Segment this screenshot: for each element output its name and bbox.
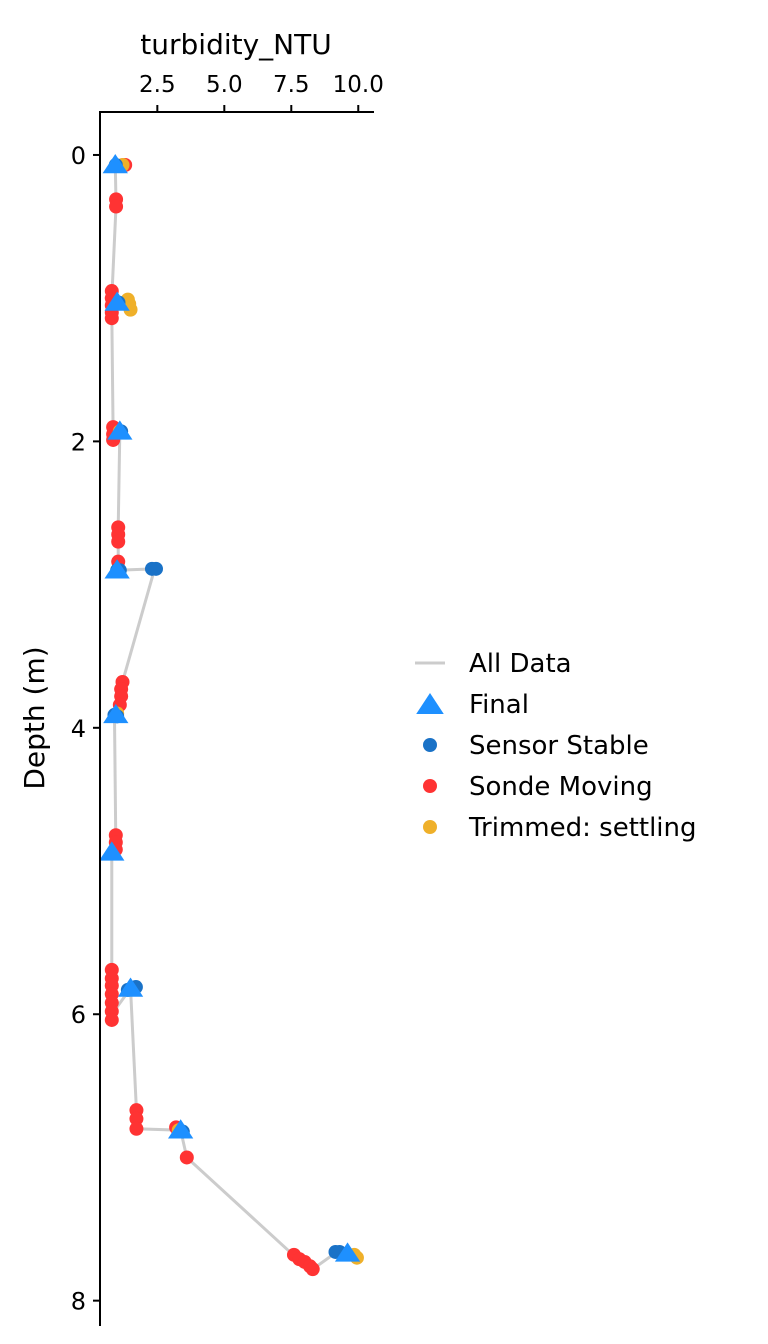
point-sonde-moving: [109, 199, 124, 214]
point-final: [117, 977, 144, 997]
x-tick-label: 5.0: [206, 72, 243, 98]
x-tick-label: 2.5: [139, 72, 176, 98]
x-tick-label: 7.5: [273, 72, 310, 98]
legend-circle-icon: [423, 738, 437, 752]
point-final: [167, 1119, 194, 1139]
series-line-all-data: [110, 164, 358, 1271]
y-ticks: 0 2 4 6 8: [71, 142, 100, 1316]
legend-label-sonde-moving: Sonde Moving: [469, 772, 653, 802]
point-final: [104, 559, 130, 579]
legend-label-all-data: All Data: [469, 649, 572, 679]
point-sonde-moving: [104, 311, 119, 326]
y-axis-label: Depth (m): [18, 646, 51, 789]
y-tick-label: 2: [71, 428, 86, 456]
point-final: [99, 841, 125, 861]
point-sonde-moving: [129, 1121, 144, 1136]
point-final: [107, 420, 133, 440]
x-tick-label: 10.0: [333, 72, 384, 98]
legend-label-sensor-stable: Sensor Stable: [469, 731, 649, 761]
point-sonde-moving: [305, 1262, 320, 1277]
point-final: [104, 291, 130, 311]
legend-label-trimmed-settling: Trimmed: settling: [468, 813, 697, 843]
legend-label-final: Final: [469, 690, 529, 720]
point-final: [103, 703, 129, 724]
legend-circle-icon: [423, 779, 437, 793]
point-trimmed-settling: [123, 302, 138, 317]
y-tick-label: 6: [71, 1001, 86, 1029]
point-sonde-moving: [179, 1150, 194, 1165]
all-data-lines: [110, 164, 358, 1271]
point-sonde-moving: [104, 1012, 119, 1027]
point-final: [102, 153, 128, 174]
x-ticks: 2.5 5.0 7.5 10.0: [139, 72, 384, 112]
point-sonde-moving: [129, 1111, 144, 1126]
y-tick-label: 4: [71, 715, 86, 743]
point-sonde-moving: [111, 534, 126, 549]
y-tick-label: 8: [71, 1288, 86, 1316]
y-tick-label: 0: [71, 142, 86, 170]
data-markers: [99, 153, 364, 1277]
legend-triangle-icon: [416, 693, 444, 714]
x-axis-label: turbidity_NTU: [140, 28, 331, 61]
point-final: [334, 1242, 361, 1262]
point-sensor-stable: [148, 561, 163, 576]
legend-circle-icon: [423, 820, 437, 834]
